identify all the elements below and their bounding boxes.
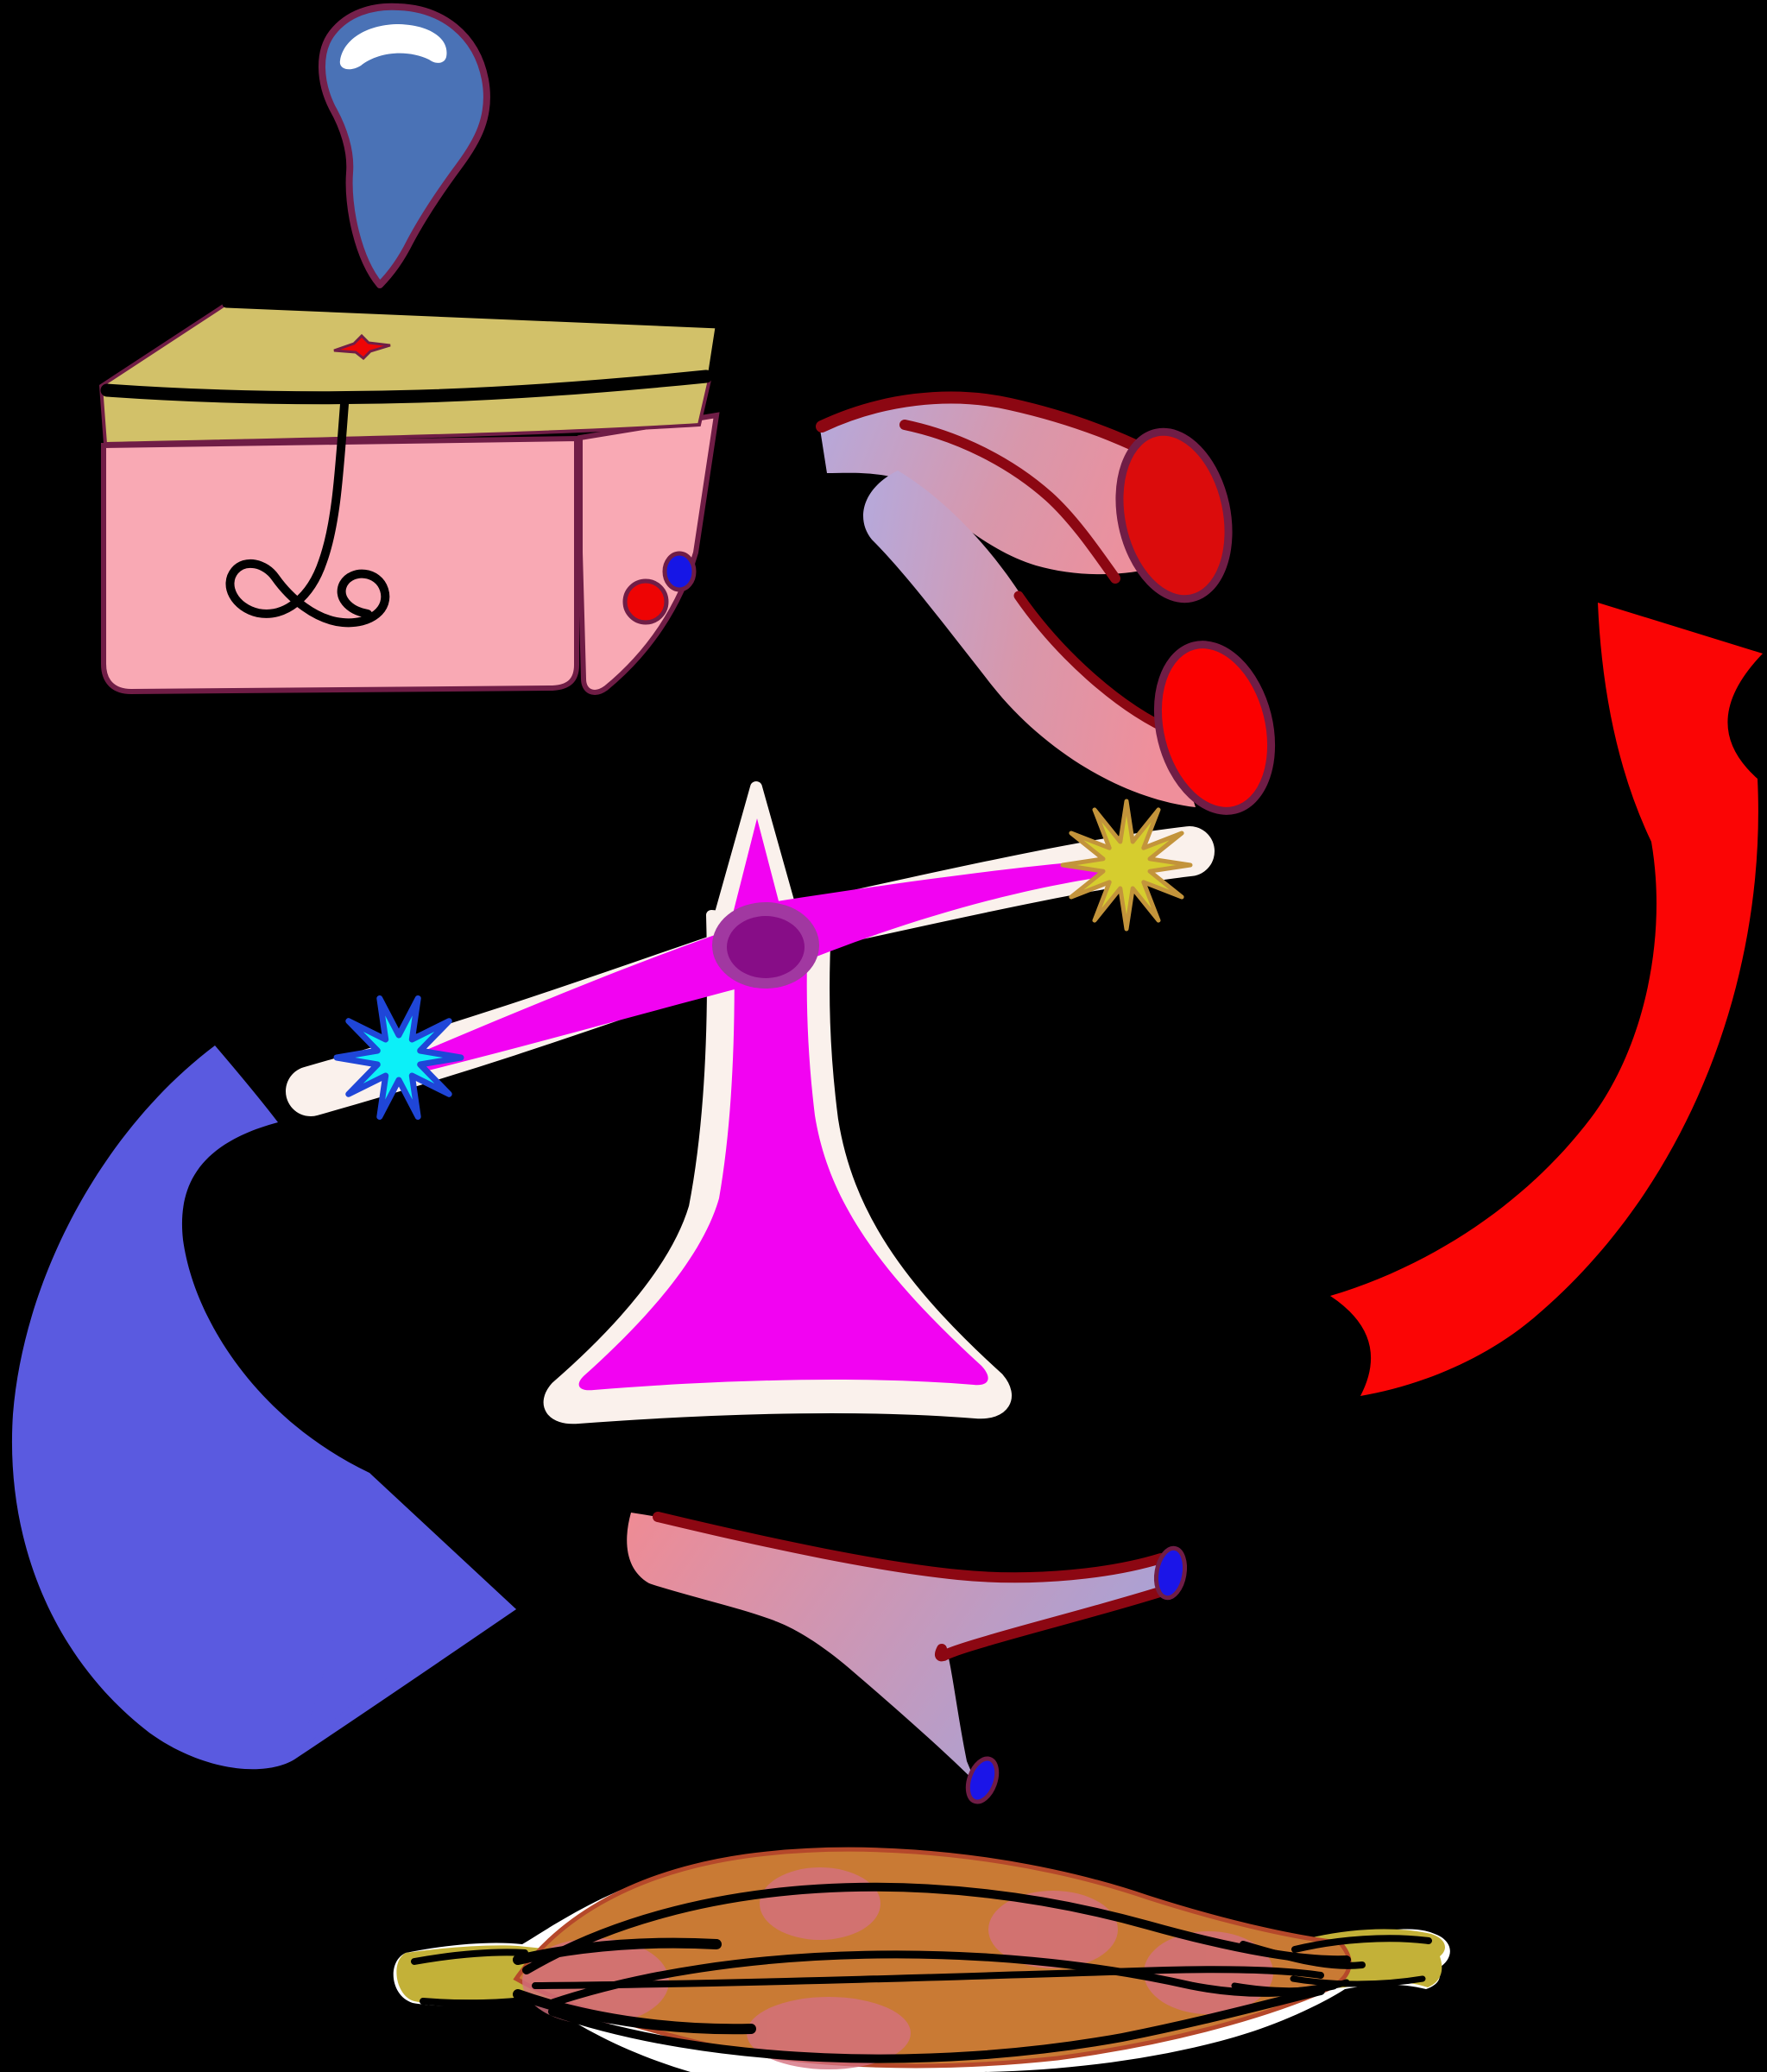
neuron-left-axon [414,912,787,1074]
skin-block [98,300,723,695]
skin-capillary-red-dot [622,578,669,625]
muscle-striation-line [1240,1941,1366,1969]
arteriole-pair [816,391,1276,815]
blue-cycle-arrowhead [297,1473,516,1758]
muscle-striation-line [513,1937,722,1965]
arteriole-lower-top-edge [1013,591,1179,737]
droplet-body [319,3,490,288]
synapse-cyan-star [333,995,464,1120]
arteriole-upper-tube [820,401,1200,575]
arteriole-opening-lower [1153,641,1276,815]
muscle-tendon-edge-line [1290,1975,1426,1987]
arteriole-opening-upper [1115,427,1233,603]
muscle-striation-line [532,1966,1324,1989]
skin-top-right-edge-line [708,321,723,378]
muscle-striations [411,1882,1432,2063]
droplet-highlight [339,24,447,70]
skin-hair-follicle-squiggle [225,400,390,628]
synapse-yellow-star [1060,799,1193,932]
venule [627,1512,1188,1804]
venule-top-edge [653,1512,1166,1583]
skin-top-front-edge-line [100,370,713,405]
venule-left-underline [643,1582,776,1626]
neuron-right-axon [777,858,1126,970]
skin-epidermis-slab [98,301,722,446]
red-cycle-arrow [1330,603,1763,1396]
muscle-tendon-edge-line [411,1949,528,1965]
neuron-soma-body [578,931,988,1391]
venule-branch-edge [934,1585,1171,1662]
venule-end-blue-bottom [965,1756,1000,1804]
muscle [393,1847,1450,2072]
muscle-tendon-edge-line [1291,1935,1432,1953]
sweat-droplet [319,3,490,288]
arteriole-s-gap-edge [899,420,1120,584]
muscle-striation-line [548,1987,1325,2063]
skin-dermis-front-face [101,435,579,695]
muscle-blush [760,1867,880,1940]
skin-pore-star [333,333,391,360]
venule-lower-branch-underline [774,1626,942,1769]
venule-end-blue-right [1153,1545,1188,1601]
muscle-striation-line [513,1989,756,2035]
skin-capillary-blue-dot [662,551,697,592]
muscle-tendon-edge-line [420,1996,534,2007]
skin-top-back-edge-line [222,300,723,329]
arteriole-lower-tube [863,471,1196,807]
neuron-nucleus-inner [727,916,805,978]
